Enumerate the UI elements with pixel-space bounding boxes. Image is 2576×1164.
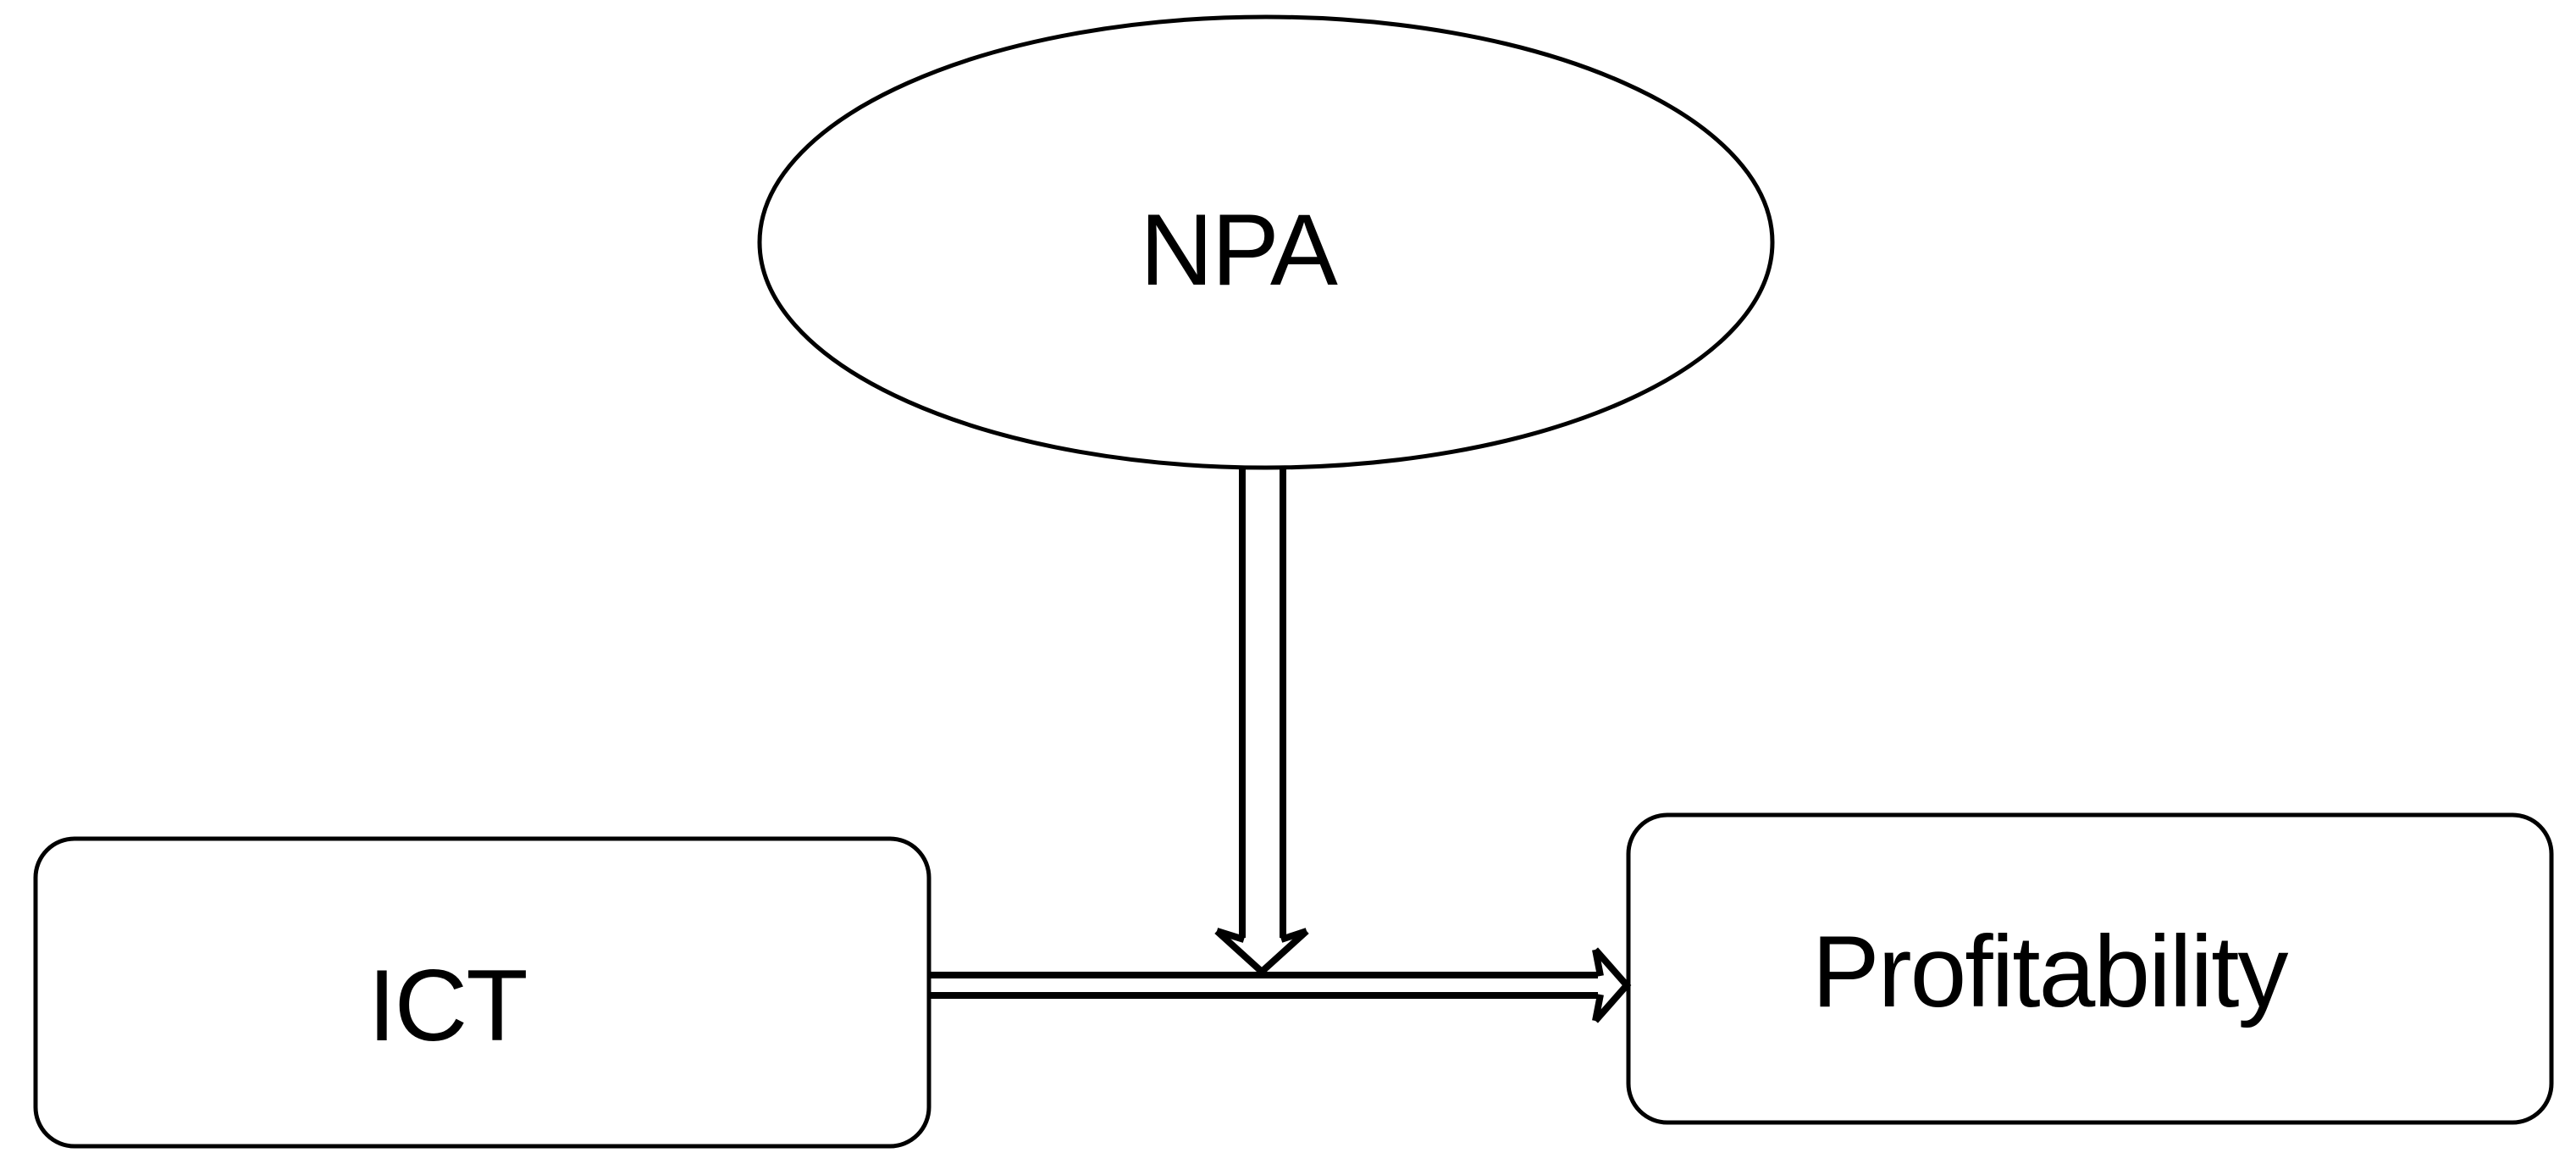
ict-arrow-head xyxy=(1592,947,1632,1023)
ict-arrow-head-top-barb xyxy=(1592,949,1604,977)
ict-box xyxy=(33,836,931,1149)
npa-moderation-arrow xyxy=(1214,467,1309,977)
npa-arrow-head-right-barb xyxy=(1280,928,1308,943)
profitability-label: Profitability xyxy=(1812,915,2289,1028)
npa-arrow-head-left-barb xyxy=(1215,928,1246,943)
ict-node: ICT xyxy=(33,836,931,1149)
profitability-node: Profitability xyxy=(1626,812,2554,1125)
npa-label: NPA xyxy=(1140,193,1338,307)
profitability-box xyxy=(1626,812,2554,1125)
npa-node: NPA xyxy=(757,14,1775,470)
ict-label: ICT xyxy=(368,949,526,1062)
ict-to-profitability-arrow xyxy=(931,947,1632,1023)
npa-ellipse xyxy=(757,14,1775,470)
npa-arrow-head xyxy=(1214,928,1309,977)
ict-arrow-head-bottom-barb xyxy=(1592,994,1604,1022)
